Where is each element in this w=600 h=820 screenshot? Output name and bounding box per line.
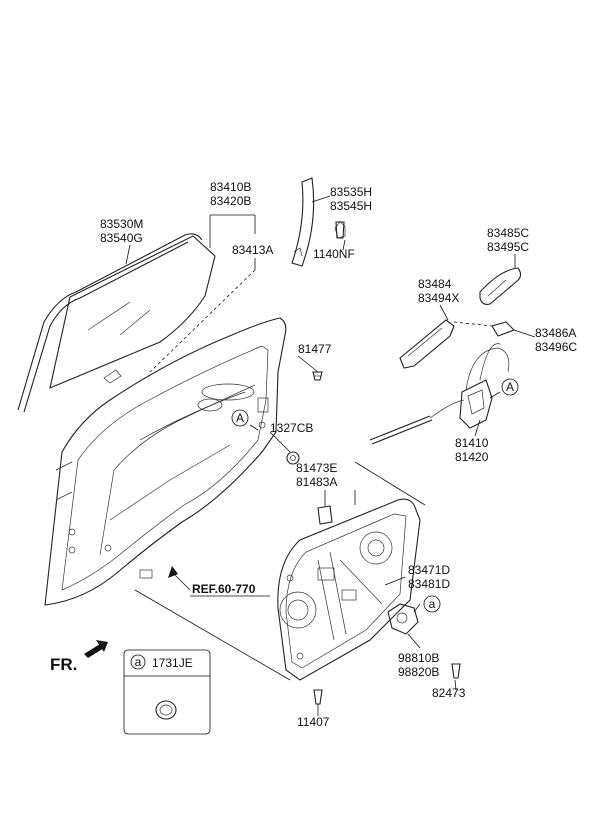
latch-cable [369,347,510,445]
clip-83486A [491,321,515,337]
label-83494X: 83494X [418,291,459,305]
label-83486A: 83486A [535,326,576,340]
door-inner-panel [44,317,287,606]
label-81483A: 81483A [296,475,337,489]
leader-lines [125,195,536,716]
label-81420: 81420 [455,450,489,464]
handle-bracket [399,319,455,369]
bushing-1327CB [286,451,300,465]
label-98810B: 98810B [398,651,439,665]
bolt-1140NF [335,221,345,239]
svg-text:A: A [236,411,244,425]
svg-text:1731JE: 1731JE [152,656,193,670]
label-81473E: 81473E [296,461,337,475]
label-83535H: 83535H [330,185,372,199]
label-1140NF: 1140NF [313,247,355,261]
label-82473: 82473 [432,686,466,700]
callout-a-lower: a [423,595,441,613]
label-81477: 81477 [298,342,332,356]
label-83496C: 83496C [535,340,577,354]
label-83413A: 83413A [232,243,273,257]
label-83410B: 83410B [210,180,251,194]
frame-moulding [291,177,346,267]
bolt-11407 [313,689,323,705]
bolt-81477 [312,371,323,381]
label-83540G: 83540G [100,231,143,245]
label-83545H: 83545H [330,199,372,213]
glass-run-channel [17,233,203,413]
door-glass [49,235,216,389]
door-latch [429,343,501,429]
bracket-81473E [317,505,333,525]
label-98820B: 98820B [398,665,439,679]
label-83495C: 83495C [487,240,529,254]
svg-text:a: a [135,655,142,669]
label-ref-60-770: REF.60-770 [192,582,256,596]
svg-text:a: a [429,597,436,611]
module-panel [277,498,421,681]
label-81410: 81410 [455,436,489,450]
callout-a-upper-right: A [501,378,519,396]
label-11407: 11407 [297,715,330,729]
svg-text:FR.: FR. [50,655,77,674]
label-83481D: 83481D [408,577,450,591]
outside-handle [479,267,522,305]
label-83530M: 83530M [100,217,143,231]
inset-1731JE: a 1731JE [123,649,211,735]
label-83420B: 83420B [210,194,251,208]
label-83485C: 83485C [487,226,529,240]
window-motor [387,603,419,635]
label-83471D: 83471D [408,563,450,577]
front-direction-indicator: FR. [50,640,108,674]
svg-text:A: A [506,380,514,394]
label-1327CB: 1327CB [270,421,313,435]
label-83484: 83484 [418,277,452,291]
callout-a-upper-left: A [231,409,249,427]
screw-82473 [451,663,461,679]
